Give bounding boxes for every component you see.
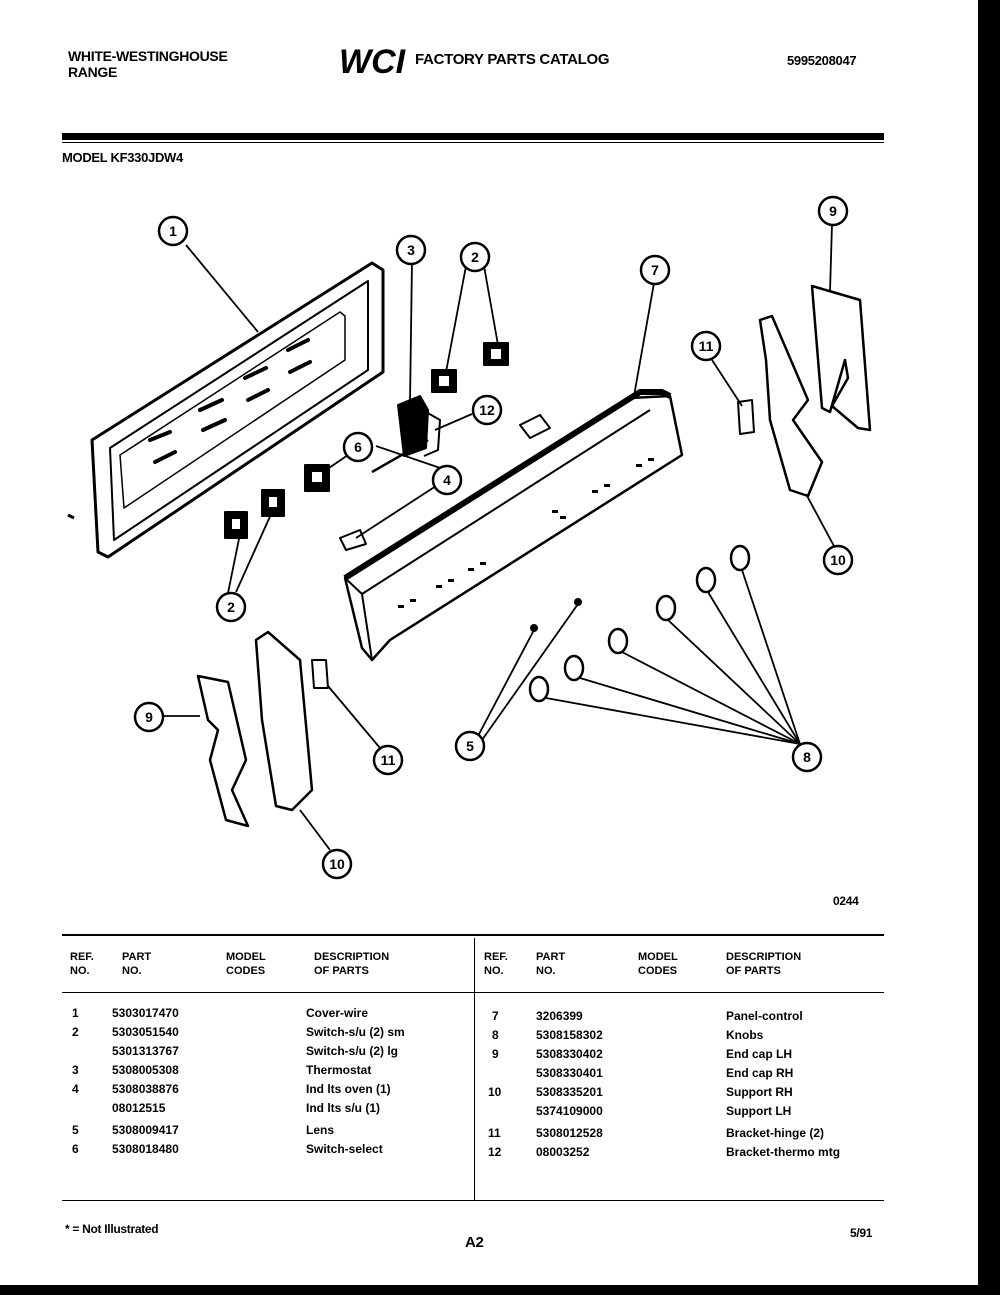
- callout-3: 3: [395, 234, 427, 266]
- catalog-title: FACTORY PARTS CATALOG: [415, 51, 610, 68]
- model-label: MODEL KF330JDW4: [62, 150, 183, 165]
- svg-text:3: 3: [407, 242, 415, 258]
- svg-text:11: 11: [699, 338, 714, 354]
- callout-1: 1: [157, 215, 189, 247]
- knob-parts: [528, 544, 751, 703]
- footnote: * = Not Illustrated: [65, 1222, 159, 1236]
- callout-11-right: 11: [690, 330, 722, 362]
- svg-text:9: 9: [829, 203, 837, 219]
- callout-2-top: 2: [459, 241, 491, 273]
- catalog-number: 5995208047: [787, 53, 857, 68]
- header-ref-left: REF.NO.: [70, 951, 94, 977]
- header-rule-thin: [62, 142, 884, 143]
- svg-text:11: 11: [381, 752, 396, 768]
- thermostat-part: [339, 395, 551, 551]
- cover-wire-part: [67, 261, 385, 559]
- svg-text:5: 5: [466, 738, 474, 754]
- page-number: A2: [465, 1234, 484, 1251]
- callout-10-left: 10: [321, 848, 353, 880]
- svg-text:10: 10: [830, 552, 846, 568]
- brand-block: WHITE-WESTINGHOUSE RANGE: [68, 48, 228, 80]
- table-top-rule: [62, 934, 884, 936]
- wci-logo: WCI: [339, 43, 407, 79]
- diagram-code: 0244: [833, 894, 859, 908]
- callout-12: 12: [471, 394, 503, 426]
- callout-2-bottom: 2: [215, 591, 247, 623]
- svg-text:12: 12: [479, 402, 495, 418]
- svg-text:2: 2: [471, 249, 479, 265]
- svg-text:6: 6: [354, 439, 362, 455]
- callout-9-right: 9: [817, 195, 849, 227]
- callout-circles: 1 2 3 6 12 4 7 9 11 10 2 9 10 11 5 8: [133, 195, 854, 880]
- svg-text:9: 9: [145, 709, 153, 725]
- switch-parts: [224, 342, 509, 539]
- callout-7: 7: [639, 254, 671, 286]
- callout-6: 6: [342, 431, 374, 463]
- svg-text:8: 8: [803, 749, 811, 765]
- callout-5: 5: [454, 730, 486, 762]
- svg-text:10: 10: [329, 856, 345, 872]
- table-bottom-rule: [62, 1200, 884, 1201]
- exploded-diagram: 1 2 3 6 12 4 7 9 11 10 2 9 10 11 5 8: [67, 195, 872, 880]
- publication-date: 5/91: [850, 1226, 873, 1240]
- callout-9-left: 9: [133, 701, 165, 733]
- logo-text: WCI: [339, 43, 407, 79]
- leader-lines: [164, 223, 835, 851]
- brand-name: WHITE-WESTINGHOUSE: [68, 48, 228, 64]
- table-column-divider: [474, 938, 475, 1200]
- svg-text:1: 1: [169, 223, 177, 239]
- callout-8: 8: [791, 741, 823, 773]
- lens-parts: [530, 598, 582, 632]
- parts-catalog-page: WHITE-WESTINGHOUSE RANGE WCI FACTORY PAR…: [0, 0, 978, 1285]
- svg-text:2: 2: [227, 599, 235, 615]
- svg-text:4: 4: [443, 472, 451, 488]
- header-ref-right: REF.NO.: [484, 951, 508, 977]
- svg-text:7: 7: [651, 262, 659, 278]
- product-type: RANGE: [68, 64, 118, 80]
- left-end-parts: [196, 630, 329, 828]
- callout-10-right: 10: [822, 544, 854, 576]
- header-rule: [62, 133, 884, 140]
- table-header-rule: [62, 992, 884, 993]
- right-end-parts: [737, 284, 872, 498]
- callout-11-left: 11: [372, 744, 404, 776]
- control-panel-part: [343, 389, 684, 662]
- callout-4: 4: [431, 464, 463, 496]
